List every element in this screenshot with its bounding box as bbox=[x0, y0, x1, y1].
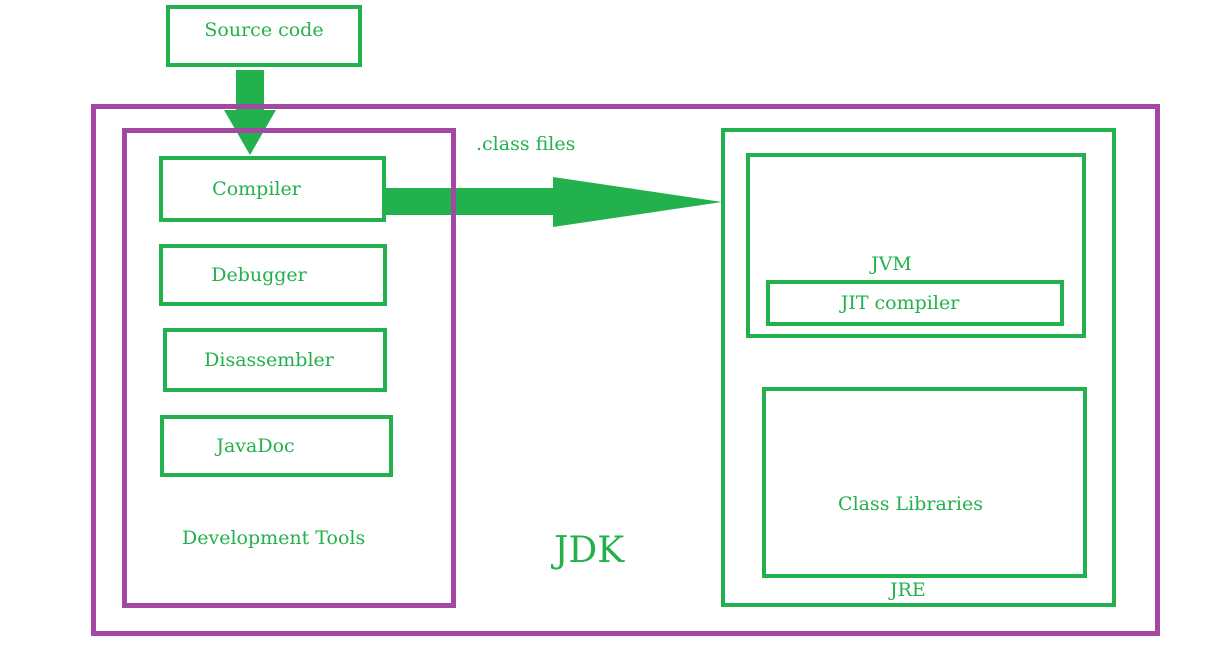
jit-compiler-box: JIT compiler bbox=[766, 280, 1064, 326]
disassembler-box: Disassembler bbox=[163, 328, 387, 392]
compiler-label: Compiler bbox=[212, 178, 301, 200]
debugger-box: Debugger bbox=[159, 244, 387, 306]
jvm-label: JVM bbox=[871, 253, 912, 275]
jre-label: JRE bbox=[890, 579, 926, 601]
debugger-label: Debugger bbox=[211, 264, 307, 286]
class-files-label: .class files bbox=[476, 133, 576, 155]
jre-box bbox=[721, 128, 1116, 607]
jvm-box bbox=[746, 153, 1086, 338]
development-tools-box bbox=[122, 128, 456, 608]
jdk-label: JDK bbox=[554, 530, 625, 571]
jit-compiler-label: JIT compiler bbox=[840, 292, 960, 314]
javadoc-label: JavaDoc bbox=[216, 435, 295, 457]
compiler-box: Compiler bbox=[159, 156, 386, 222]
jdk-box bbox=[91, 104, 1160, 636]
source-code-label: Source code bbox=[204, 19, 324, 41]
source-code-box: Source code bbox=[166, 5, 362, 67]
development-tools-label: Development Tools bbox=[182, 527, 366, 549]
javadoc-box: JavaDoc bbox=[160, 415, 393, 477]
disassembler-label: Disassembler bbox=[204, 349, 334, 371]
class-libraries-label: Class Libraries bbox=[838, 492, 983, 515]
class-libraries-box: Class Libraries bbox=[762, 387, 1087, 578]
